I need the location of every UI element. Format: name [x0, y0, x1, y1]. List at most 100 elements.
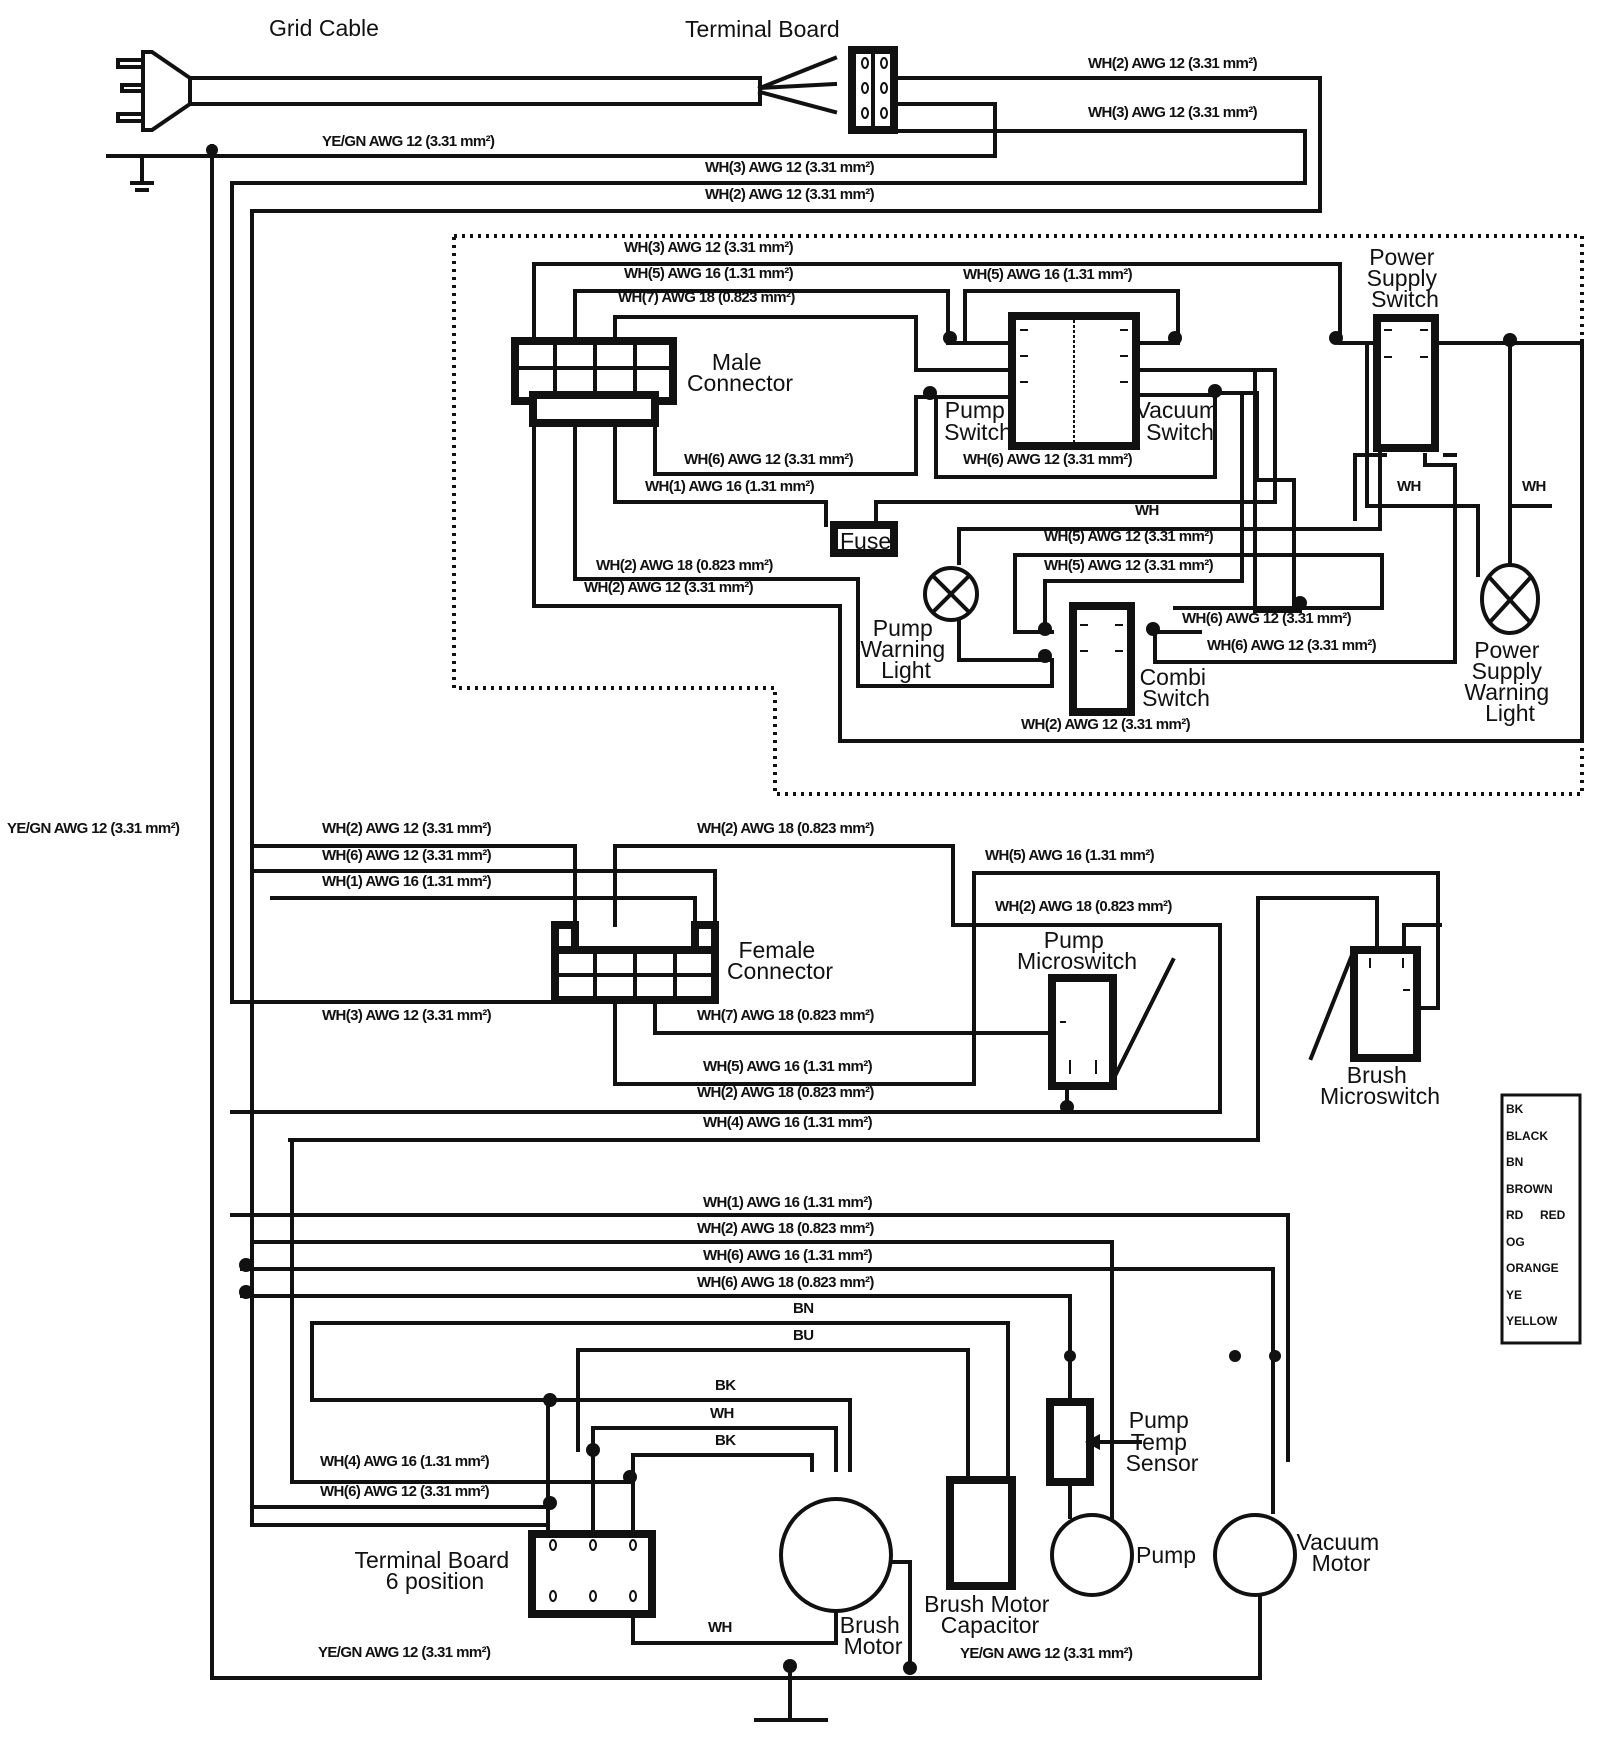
wire-label: WH: [1397, 478, 1421, 495]
wire-label: WH: [1522, 478, 1546, 495]
wire-low-wh6-18: [240, 1294, 1072, 1404]
wire-wh2-top-right: [250, 76, 1322, 1527]
junction-dot: [1146, 622, 1160, 636]
junction-dot: [1229, 1350, 1241, 1362]
fuse: [830, 521, 898, 557]
earth-bottom: [754, 1663, 828, 1722]
wire-label: WH(1) AWG 16 (1.31 mm²): [645, 478, 815, 495]
wire-label: WH: [1135, 502, 1159, 519]
label-male-connector: Male Connector: [687, 349, 793, 396]
female-connector: [551, 921, 719, 1004]
junction-dot: [1208, 384, 1222, 398]
junction-dot: [1168, 331, 1182, 345]
wire-label: WH(3) AWG 12 (3.31 mm²): [322, 1007, 492, 1024]
wire-label: WH(6) AWG 12 (3.31 mm²): [1207, 637, 1377, 654]
label-pump-warning-light: Pump Warning Light: [860, 615, 951, 683]
wire-label: WH(5) AWG 12 (3.31 mm²): [1044, 528, 1214, 545]
wire-box-wh3: [532, 262, 1387, 348]
wire-low-bu: [576, 1348, 970, 1482]
brush-motor: [779, 1497, 893, 1613]
plug-prong-bot: [116, 112, 145, 123]
label-grid-cable: Grid Cable: [269, 15, 379, 41]
wire-label: WH: [708, 1619, 732, 1636]
junction-dot: [586, 1443, 600, 1457]
male-connector: [511, 337, 677, 427]
wire-tb-wh: [631, 1608, 838, 1645]
vacuum-motor: [1213, 1513, 1297, 1597]
plug-prong-mid: [120, 83, 145, 93]
wire-label: WH(2) AWG 12 (3.31 mm²): [322, 820, 492, 837]
wire-brush-ms-in: [1402, 923, 1442, 952]
wire-label: WH(5) AWG 16 (1.31 mm²): [703, 1058, 873, 1075]
junction-dot: [1329, 331, 1343, 345]
wire-label: WH(2) AWG 18 (0.823 mm²): [995, 898, 1172, 915]
label-fuse: Fuse: [840, 528, 891, 554]
components: [511, 46, 1582, 1618]
wire-label: BN: [793, 1300, 813, 1317]
control-panel-boundary: [452, 234, 1584, 796]
label-pump: Pump: [1136, 1542, 1196, 1568]
wire-mid-wh5-16: [972, 871, 1440, 1086]
wire-motor-right: [888, 1560, 912, 1667]
wire-label: WH(2) AWG 12 (3.31 mm²): [705, 186, 875, 203]
wire-label: YE/GN AWG 12 (3.31 mm²): [960, 1645, 1133, 1662]
wire-low-wh1-16: [230, 1213, 1290, 1462]
wire-label: WH(6) AWG 12 (3.31 mm²): [963, 451, 1133, 468]
legend-item: YE: [1506, 1288, 1522, 1302]
label-vacuum-motor: Vacuum Motor: [1296, 1529, 1385, 1576]
plug-prong-top: [116, 58, 145, 69]
junction-dot: [1038, 622, 1052, 636]
legend-item: BLACK: [1506, 1129, 1548, 1143]
cable-fan-out: [757, 55, 838, 115]
junction-dot: [903, 1661, 917, 1675]
brush-motor-capacitor: [946, 1476, 1016, 1590]
wire-label: WH(5) AWG 12 (3.31 mm²): [1044, 557, 1214, 574]
wire-low-wh6-16: [240, 1267, 1275, 1514]
wire-label: WH(2) AWG 12 (3.31 mm²): [1021, 716, 1191, 733]
color-legend: BK BLACK BN BROWN RD RED OG ORANGE YE YE…: [1506, 1102, 1566, 1328]
wire-label: WH(6) AWG 12 (3.31 mm²): [322, 847, 492, 864]
label-brush-motor-capacitor: Brush Motor Capacitor: [924, 1591, 1056, 1638]
wire-label: WH(4) AWG 16 (1.31 mm²): [320, 1453, 490, 1470]
pump-warning-light: [923, 566, 979, 622]
wire-box-wh6: [653, 395, 1014, 476]
wire-box-wh1: [613, 401, 828, 527]
pump: [1050, 1513, 1134, 1597]
wire-box-wh6-right: [934, 393, 1217, 479]
wire-ps-inner: [1353, 453, 1457, 521]
label-brush-microswitch: Brush Microswitch: [1320, 1062, 1440, 1109]
wire-tb-wh6: [250, 1505, 550, 1534]
brush-microswitch: [1308, 946, 1421, 1062]
terminal-board-6-position: [528, 1530, 656, 1618]
label-female-connector: Female Connector: [727, 937, 833, 984]
junction-dot: [239, 1285, 253, 1299]
wire-label: WH(1) AWG 16 (1.31 mm²): [703, 1194, 873, 1211]
grid-cable-sheath: [188, 76, 762, 106]
wire-label: WH(3) AWG 12 (3.31 mm²): [1088, 104, 1258, 121]
label-pump-switch: Pump Switch: [944, 397, 1012, 445]
junction-dot: [239, 1258, 253, 1272]
legend-item: OG: [1506, 1235, 1525, 1249]
wire-label: WH(7) AWG 18 (0.823 mm²): [697, 1007, 874, 1024]
wire-label: YE/GN AWG 12 (3.31 mm²): [318, 1644, 491, 1661]
legend-item: BN: [1506, 1155, 1523, 1169]
wire-box-wh2-18: [573, 401, 1054, 688]
pump-vacuum-switch: [1008, 312, 1140, 450]
junction-dot: [543, 1496, 557, 1510]
junction-dot: [1293, 596, 1307, 610]
wire-label: WH(6) AWG 12 (3.31 mm²): [684, 451, 854, 468]
wire-box-wh5: [573, 289, 1014, 348]
label-pump-temp-sensor: Pump Temp Sensor: [1126, 1407, 1199, 1476]
wire-mid-wh1-16: [270, 896, 697, 927]
wire-label: WH(2) AWG 18 (0.823 mm²): [697, 820, 874, 837]
component-labels: Grid Cable Terminal Board Male Connector…: [269, 15, 1549, 1659]
wire-label: WH(2) AWG 18 (0.823 mm²): [697, 1084, 874, 1101]
wire-motor-bk2: [631, 1453, 814, 1534]
junction-dot: [1060, 1100, 1074, 1114]
wire-label: WH(3) AWG 12 (3.31 mm²): [705, 159, 875, 176]
wire-labels: WH(2) AWG 12 (3.31 mm²) WH(3) AWG 12 (3.…: [7, 55, 1546, 1662]
wire-pwl-bot: [957, 601, 1054, 662]
wire-combi-wh5-a: [1013, 553, 1384, 634]
wire-label: WH(5) AWG 16 (1.31 mm²): [624, 265, 794, 282]
